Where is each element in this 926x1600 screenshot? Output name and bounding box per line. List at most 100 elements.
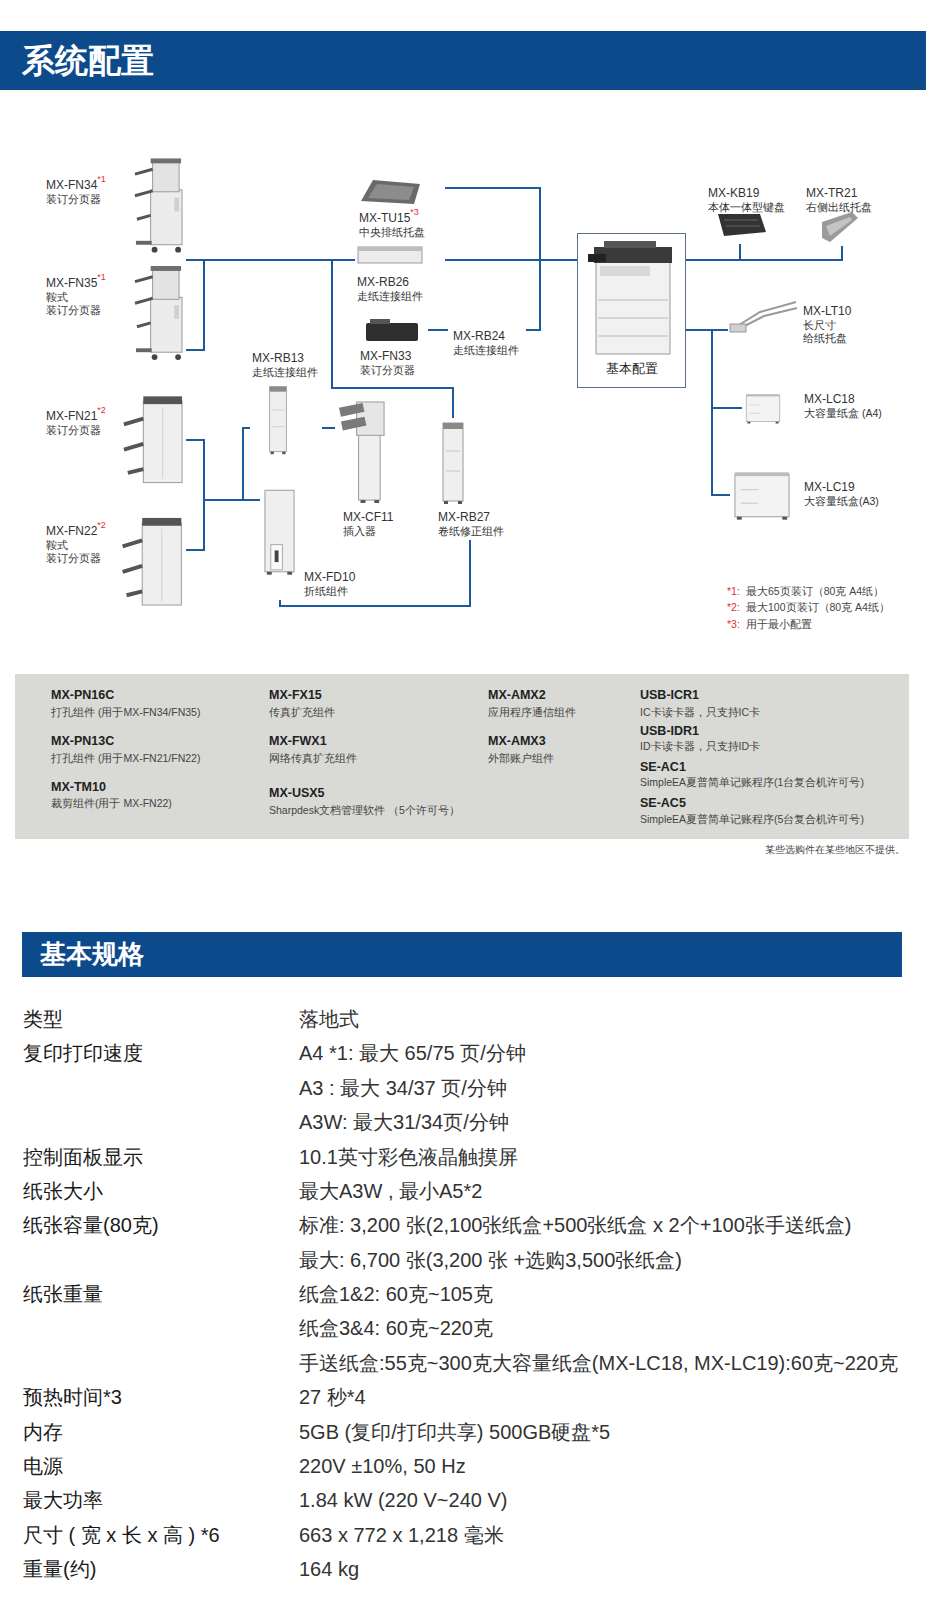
connector [186, 260, 355, 350]
label-block: MX-KB19本体一体型键盘 [708, 182, 785, 214]
spec-name: 内存 [23, 1420, 63, 1444]
option-description: 打孔组件 (用于MX-FN34/FN35) [51, 706, 200, 719]
spec-value: 纸盒3&4: 60克~220克 [299, 1316, 493, 1340]
part-name: 本体一体型键盘 [708, 201, 785, 214]
illustration-part [604, 241, 656, 248]
part-code: MX-CF11 [343, 510, 393, 524]
connector [686, 246, 842, 260]
spec-name: 纸张容量(80克) [23, 1213, 159, 1237]
part-code: MX-LT10 [803, 304, 851, 318]
part-name: 装订分页器 [360, 364, 415, 377]
connector [686, 330, 730, 495]
transport-picture [270, 387, 287, 455]
illustration-part [718, 214, 766, 236]
part-code: MX-FN33 [360, 349, 411, 363]
option-code: MX-PN13C [51, 734, 114, 749]
paper-deck-option: MX-LC19大容量纸盒(A3) [730, 466, 884, 524]
illustration-part [822, 212, 858, 242]
part-code: MX-FD10 [304, 570, 355, 584]
note: 某些选购件在某些地区不提供。 [765, 844, 905, 856]
illustration-part [724, 220, 760, 226]
spec-band [22, 932, 902, 977]
part-code: MX-FN35 [46, 276, 97, 290]
finisher-option: MX-FN34*1装订分页器 [44, 156, 186, 262]
spec-name: 电源 [23, 1454, 63, 1478]
option-code: USB-ICR1 [640, 688, 699, 703]
spec-value: 最大A3W , 最小A5*2 [299, 1179, 482, 1203]
transport-option: MX-RB24走纸连接组件 [448, 324, 526, 359]
part-code: MX-RB27 [438, 510, 490, 524]
inserter-option: MX-CF11插入器 [335, 396, 401, 540]
option-code: MX-TM10 [51, 780, 106, 795]
label-block: MX-FN33装订分页器 [360, 345, 415, 377]
label-block: MX-FN22*2鞍式 装订分页器 [46, 520, 116, 564]
paper-deck-picture [746, 394, 780, 423]
part-name: 装订分页器 [46, 193, 106, 206]
spec-value: 663 x 772 x 1,218 毫米 [299, 1523, 504, 1547]
page-title: 系统配置 [22, 41, 154, 81]
footnote-mark: *2 [97, 520, 106, 530]
part-name: 走纸连接组件 [252, 366, 318, 379]
option-description: 应用程序通信组件 [488, 706, 576, 719]
inserter-picture [339, 402, 384, 503]
tray-option: MX-LT10长尺寸 给纸托盘 [728, 298, 860, 347]
footnote-mark: *3: [727, 618, 740, 631]
spec-name: 预热时间*3 [23, 1385, 122, 1409]
part-name: 大容量纸盒(A3) [804, 495, 879, 508]
option-description: SimpleEA夏普简单记账程序(1台复合机许可号) [640, 776, 864, 789]
option-description: SimpleEA夏普简单记账程序(5台复合机许可号) [640, 813, 864, 826]
title-band [0, 31, 926, 90]
label-block: MX-RB27卷纸修正组件 [438, 506, 504, 538]
transport-picture [358, 247, 422, 263]
part-name: 中央排纸托盘 [359, 226, 425, 239]
finisher-option: MX-FN33装订分页器 [358, 318, 428, 379]
connector [186, 440, 260, 500]
option-description: 网络传真扩充组件 [269, 752, 357, 765]
part-code: MX-LC18 [804, 392, 855, 406]
part-name: 走纸连接组件 [453, 344, 519, 357]
option-code: SE-AC1 [640, 760, 686, 775]
illustration-part [366, 323, 418, 341]
part-code: MX-RB24 [453, 329, 505, 343]
option-code: SE-AC5 [640, 796, 686, 811]
footnote: 最大100页装订（80克 A4纸） [746, 601, 890, 614]
footnote-mark: *1 [97, 272, 106, 282]
finisher-picture [366, 319, 418, 341]
option-code: MX-AMX2 [488, 688, 546, 703]
option-code: MX-FWX1 [269, 734, 327, 749]
finisher-picture [135, 266, 182, 360]
illustration-part [730, 324, 746, 332]
part-code: MX-KB19 [708, 186, 759, 200]
footnote-mark: *1: [727, 585, 740, 598]
tray-picture [730, 302, 797, 332]
spec-value: 27 秒*4 [299, 1385, 366, 1409]
option-code: MX-FX15 [269, 688, 322, 703]
label-block: MX-RB13走纸连接组件 [252, 347, 318, 379]
illustration-part [731, 302, 797, 331]
spec-value: 落地式 [299, 1007, 359, 1031]
spec-name: 纸张大小 [23, 1179, 103, 1203]
spec-value: 最大: 6,700 张(3,200 张 +选购3,500张纸盒) [299, 1248, 682, 1272]
part-name: 折纸组件 [304, 585, 355, 598]
tray-option: MX-TU15*3中央排纸托盘 [355, 174, 445, 241]
keyboard-option: MX-KB19本体一体型键盘 [706, 182, 792, 244]
label-block: MX-FD10折纸组件 [304, 566, 355, 598]
connector [322, 427, 335, 429]
spec-value: 220V ±10%, 50 Hz [299, 1454, 466, 1478]
paper-deck-picture [735, 472, 789, 519]
keyboard-picture [718, 214, 766, 236]
part-name: 大容量纸盒 (A4) [804, 407, 882, 420]
label-block: MX-FN34*1装订分页器 [46, 174, 106, 206]
option-description: ID卡读卡器，只支持ID卡 [640, 740, 760, 753]
connector [526, 260, 577, 330]
connector [686, 244, 740, 260]
illustration-part [826, 217, 852, 236]
part-name: 鞍式 装订分页器 [46, 291, 116, 316]
illustration-part [598, 300, 668, 336]
label-block: MX-FN21*2装订分页器 [46, 405, 106, 437]
tray-picture [361, 180, 420, 204]
connector [332, 260, 453, 418]
spec-name: 复印打印速度 [23, 1041, 143, 1065]
footnote-mark: *1 [97, 174, 106, 184]
